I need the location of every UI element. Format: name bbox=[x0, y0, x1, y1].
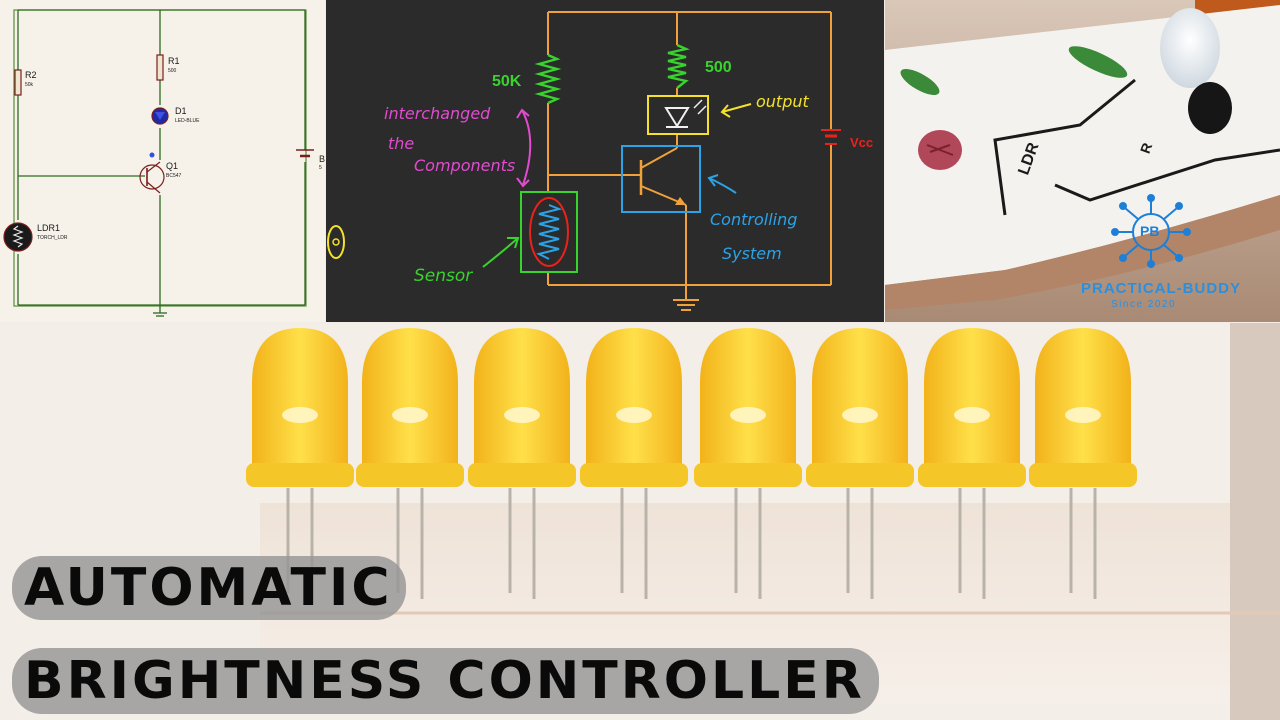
sketch-circuit-diagram bbox=[482, 11, 841, 311]
yellow-led-4 bbox=[580, 328, 688, 599]
d1-value-label: LED-BLUE bbox=[175, 118, 200, 124]
battery-ref-label: B bbox=[319, 154, 325, 164]
500-label: 500 bbox=[705, 59, 732, 76]
yellow-led-1 bbox=[246, 328, 354, 599]
scribble-mark bbox=[327, 225, 345, 259]
50k-label: 50K bbox=[492, 73, 522, 90]
output-label: output bbox=[756, 92, 809, 111]
r2-resistor bbox=[14, 69, 22, 96]
ldr1-ref-label: LDR1 bbox=[37, 223, 61, 233]
50k-resistor bbox=[534, 53, 562, 105]
note-interchanged-line3: Components bbox=[414, 156, 516, 175]
r1-value-label: 500 bbox=[168, 68, 177, 74]
yellow-led-7 bbox=[918, 328, 1026, 599]
board-photo-illustration bbox=[885, 0, 1280, 322]
schematic-diagram bbox=[3, 9, 314, 317]
logo-initials: PB bbox=[1140, 223, 1160, 239]
sketch-panel: 50K 500 output Vcc interchanged the Comp… bbox=[326, 0, 884, 322]
q1-transistor bbox=[139, 164, 165, 190]
controlling-label-line1: Controlling bbox=[710, 210, 798, 229]
r2-ref-label: R2 bbox=[25, 70, 37, 80]
battery-value-label: 5 bbox=[319, 165, 322, 171]
r1-resistor bbox=[156, 54, 164, 81]
practical-buddy-logo-mark bbox=[1111, 194, 1191, 268]
500-resistor bbox=[667, 43, 690, 89]
title-automatic-text: AUTOMATIC bbox=[24, 558, 393, 618]
title-line-1: AUTOMATIC bbox=[12, 556, 407, 620]
note-interchanged-line1: interchanged bbox=[384, 104, 491, 123]
brand-name: PRACTICAL-BUDDY bbox=[1081, 280, 1241, 297]
yellow-led-5 bbox=[694, 328, 802, 599]
note-interchanged-line2: the bbox=[388, 134, 415, 153]
board-transistor bbox=[1188, 82, 1232, 134]
yellow-led-8 bbox=[1029, 328, 1137, 599]
vcc-label: Vcc bbox=[850, 135, 874, 150]
schematic-panel: R2 50k R1 500 D1 LED-BLUE Q1 BC547 LDR1 … bbox=[0, 0, 325, 322]
yellow-led-6 bbox=[806, 328, 914, 599]
q1-value-label: BC547 bbox=[166, 173, 182, 179]
board-led bbox=[1160, 8, 1220, 88]
title-brightness-controller-text: BRIGHTNESS CONTROLLER bbox=[24, 651, 865, 711]
ldr1-value-label: TORCH_LDR bbox=[37, 235, 68, 241]
d1-ref-label: D1 bbox=[175, 106, 187, 116]
r1-ref-label: R1 bbox=[168, 56, 180, 66]
sensor-label: Sensor bbox=[414, 266, 473, 286]
output-led-box bbox=[647, 95, 709, 135]
controlling-label-line2: System bbox=[722, 244, 782, 263]
controlling-system-box bbox=[621, 145, 701, 213]
q1-ref-label: Q1 bbox=[166, 161, 179, 171]
sensor-ldr-box bbox=[520, 191, 578, 273]
brand-tagline: Since 2020 bbox=[1111, 299, 1177, 310]
r2-value-label: 50k bbox=[25, 82, 34, 88]
title-line-2: BRIGHTNESS CONTROLLER bbox=[12, 648, 879, 714]
board-photo-panel: PB LDR R PRACTICAL-BUDDY Since 2020 bbox=[885, 0, 1280, 322]
yellow-led-3 bbox=[468, 328, 576, 599]
